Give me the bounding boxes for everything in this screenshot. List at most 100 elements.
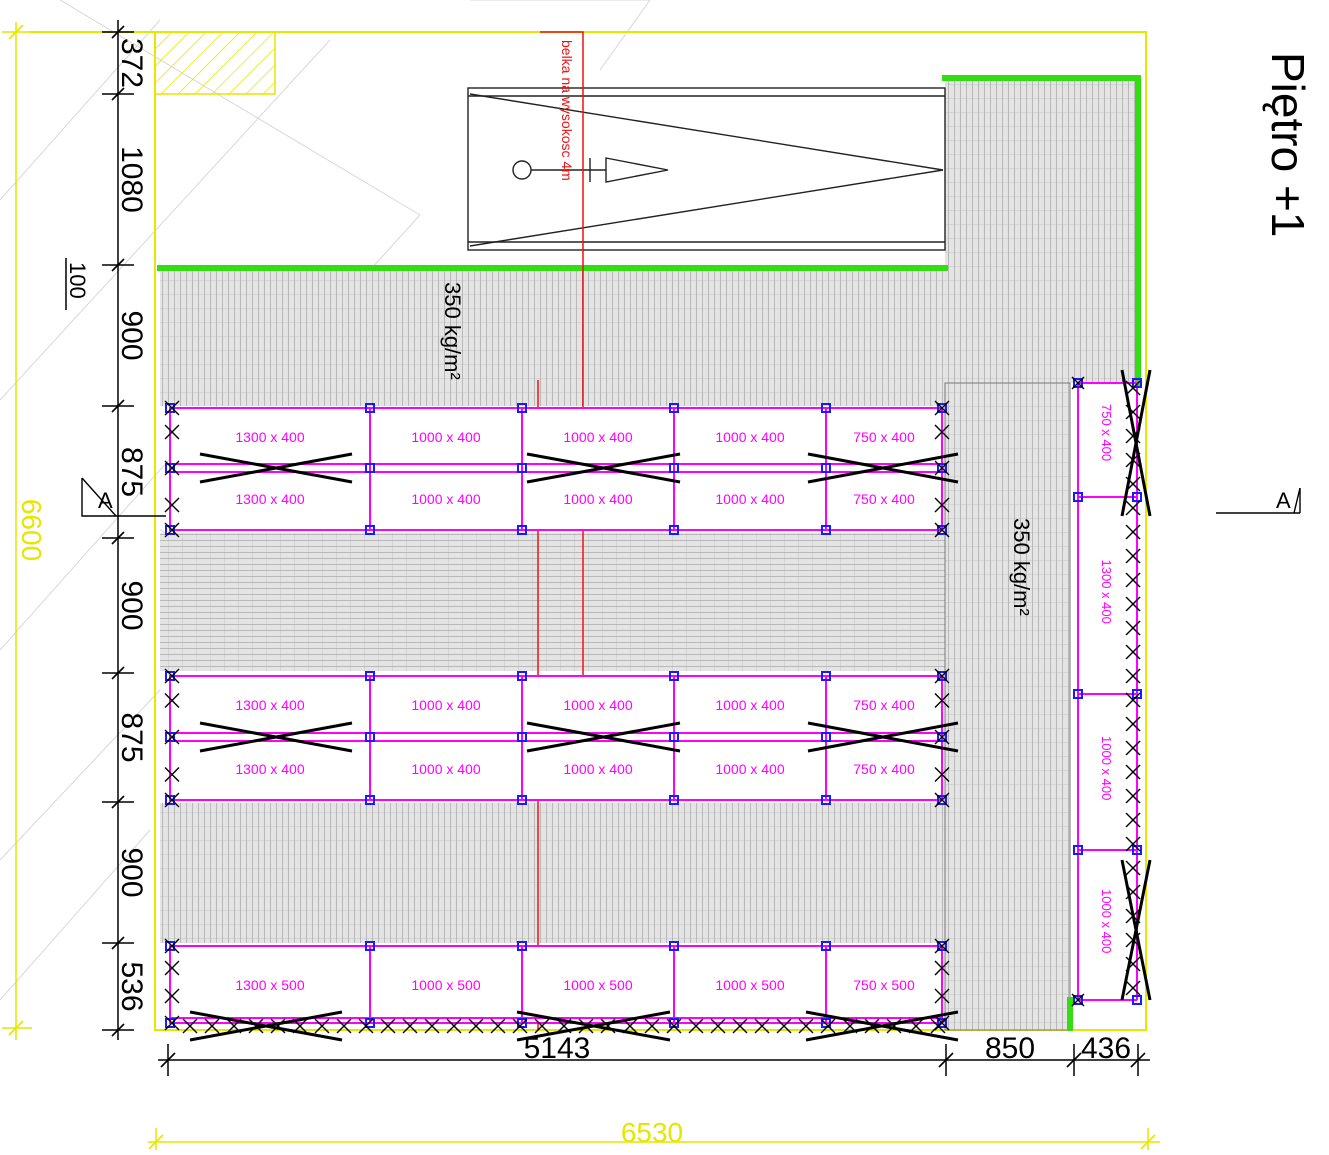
bracing-cross: [516, 1010, 671, 1042]
upright-x-mark: [182, 1018, 198, 1034]
vertical-dimension-label: 1080: [115, 146, 148, 213]
rack-upright-node: [517, 403, 527, 413]
upright-x-mark: [644, 1018, 660, 1034]
rack-upright-node: [517, 463, 527, 473]
rack-upright-node: [937, 403, 947, 413]
upright-x-mark: [732, 1018, 748, 1034]
level-marker: 100: [65, 258, 90, 310]
upright-x-mark: [934, 693, 950, 708]
upright-x-mark: [490, 1018, 506, 1034]
rack-upright-node: [821, 525, 831, 535]
upright-x-mark: [1125, 572, 1141, 588]
bay-label: 1000 x 400: [715, 491, 784, 507]
upright-x-mark: [1125, 740, 1141, 756]
upright-x-mark: [402, 1018, 418, 1034]
upright-x-mark: [934, 938, 950, 954]
upright-x-mark: [1125, 836, 1141, 852]
upright-x-mark: [1125, 668, 1141, 684]
upright-x-mark: [886, 1018, 902, 1034]
upright-x-mark: [164, 988, 180, 1004]
rack-upright-node: [165, 795, 175, 805]
rack-upright-node: [1073, 995, 1083, 1005]
upright-x-mark: [164, 460, 180, 476]
rack-upright-node: [1132, 378, 1142, 388]
bracing-cross: [526, 452, 681, 484]
upright-x-mark: [934, 522, 950, 538]
upright-x-mark: [798, 1018, 814, 1034]
upright-x-mark: [164, 1015, 180, 1031]
rack-upright-node: [937, 795, 947, 805]
bracing-cross: [199, 452, 353, 484]
rack-upright-node: [517, 671, 527, 681]
rack-upright-node: [821, 1018, 831, 1028]
bay-label: 1300 x 400: [1099, 560, 1114, 624]
stair-shaft-hatch: [154, 31, 276, 95]
total-width-label: 6530: [621, 1117, 683, 1148]
rack-upright-node: [1132, 689, 1142, 699]
rack-upright-node: [365, 671, 375, 681]
upright-x-mark: [164, 522, 180, 538]
rack-upright-node: [821, 941, 831, 951]
upright-x-mark: [934, 988, 950, 1004]
rack-upright-node: [365, 941, 375, 951]
rack-upright-node: [669, 732, 679, 742]
rack-upright-node: [165, 403, 175, 413]
rack-upright-node: [165, 941, 175, 951]
door-opening-symbol: [467, 87, 946, 251]
beam-note-label: belka na wysokosc 4m: [559, 40, 575, 181]
rack-upright-node: [365, 403, 375, 413]
rack-upright-node: [1132, 492, 1142, 502]
upright-x-mark: [248, 1018, 264, 1034]
upright-x-mark: [1125, 644, 1141, 660]
rack-upright-node: [517, 525, 527, 535]
section-marker-left: A: [81, 477, 166, 517]
rack-upright-node: [821, 463, 831, 473]
upright-x-mark: [754, 1018, 770, 1034]
rack-upright-node: [365, 795, 375, 805]
bay-label: 1000 x 500: [411, 977, 480, 993]
vertical-dimension-label: 536: [115, 961, 148, 1011]
rack-upright-node: [165, 525, 175, 535]
upright-x-mark: [336, 1018, 352, 1034]
vertical-dimension-label: 372: [115, 38, 148, 88]
rack-upright-node: [669, 463, 679, 473]
load-label-right: 350 kg/m²: [1009, 518, 1034, 616]
bay-label: 1000 x 400: [563, 491, 632, 507]
vertical-dimension-label: 875: [115, 447, 148, 497]
upright-x-mark: [1125, 788, 1141, 804]
bottom-dimension-label: 850: [985, 1032, 1035, 1065]
rack-upright-node: [1132, 995, 1142, 1005]
rack-upright-node: [821, 795, 831, 805]
page-title: Piętro +1: [1262, 52, 1314, 237]
bay-label: 750 x 400: [853, 429, 915, 445]
upright-x-mark: [934, 424, 950, 440]
upright-x-mark: [164, 424, 180, 440]
upright-x-mark: [164, 497, 180, 513]
bay-label: 1000 x 400: [563, 761, 632, 777]
upright-x-mark: [164, 767, 180, 782]
upright-x-mark: [688, 1018, 704, 1034]
rack-upright-node: [669, 525, 679, 535]
upright-x-mark: [1125, 500, 1141, 516]
rack-upright-node: [517, 941, 527, 951]
rack-upright-node: [165, 732, 175, 742]
upright-x-mark: [164, 792, 180, 808]
rack-upright-node: [669, 1018, 679, 1028]
rack-upright-node: [821, 671, 831, 681]
rack-upright-node: [937, 525, 947, 535]
total-width-dimension: 6530: [148, 1117, 1160, 1150]
upright-x-mark: [424, 1018, 440, 1034]
rack-upright-node: [937, 732, 947, 742]
bay-label: 1000 x 400: [411, 697, 480, 713]
vertical-dimension-label: 900: [115, 580, 148, 630]
vertical-dimension-label: 900: [115, 310, 148, 360]
bay-label: 1300 x 400: [235, 491, 304, 507]
rack-upright-node: [937, 1018, 947, 1028]
bay-label: 1000 x 400: [563, 429, 632, 445]
upright-x-mark: [710, 1018, 726, 1034]
